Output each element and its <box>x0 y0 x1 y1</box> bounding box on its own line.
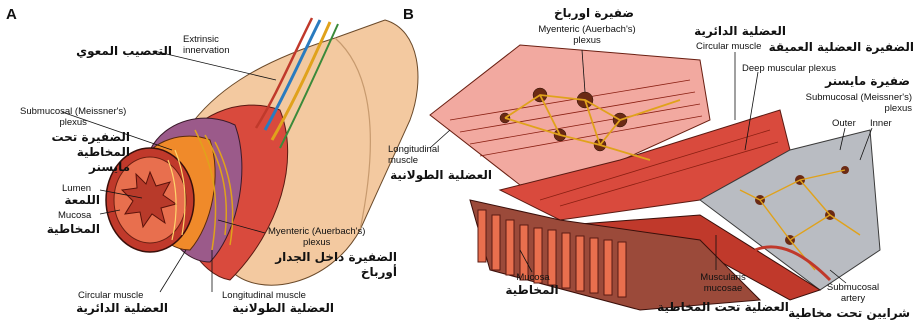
a-longitudinal-muscle-ar-label: العضلية الطولانية <box>222 301 334 316</box>
a-extrinsic-innervation-ar: التعصيب المعوي <box>62 44 172 59</box>
b-deep-muscular-plexus-ar-label: الضفيرة العضلية العميقة <box>754 40 914 55</box>
b-inner-en: Inner <box>870 118 892 129</box>
a-mucosa-en: Mucosa <box>58 210 91 221</box>
b-submucosal-plexus-ar-label: ضفيرة مايسنر <box>790 74 910 89</box>
a-lumen-ar-label: اللمعة <box>20 193 100 208</box>
a-mucosa-ar-label: المخاطية <box>20 222 100 237</box>
a-mucosa-label: Mucosa <box>58 210 91 221</box>
b-deep-muscular-plexus-en: Deep muscular plexus <box>742 63 836 74</box>
a-extrinsic-innervation-en: Extrinsic innervation <box>183 34 229 56</box>
b-circular-muscle-ar-label: العضلية الدائرية <box>686 24 786 39</box>
a-longitudinal-muscle-en: Longitudinal muscle <box>222 290 306 301</box>
b-myenteric-plexus-ar: ضفيرة اورباخ <box>534 6 634 21</box>
a-circular-muscle-ar: العضلية الدائرية <box>56 301 168 316</box>
b-submucosal-plexus-ar: ضفيرة مايسنر <box>790 74 910 89</box>
a-submucosal-plexus-en: Submucosal (Meissner's) plexus <box>20 106 126 128</box>
a-submucosal-plexus-ar: الضفيرة تحت المخاطية مايسنر <box>8 130 130 175</box>
a-submucosal-plexus-label: Submucosal (Meissner's) plexus <box>20 106 126 128</box>
a-myenteric-plexus-ar-label: الضفيرة داخل الجدار أورباخ <box>262 250 397 280</box>
b-mucosa-en: Mucosa <box>498 272 568 283</box>
a-circular-muscle-label: Circular muscle <box>78 290 143 301</box>
b-inner-label: Inner <box>870 118 892 129</box>
a-extrinsic-innervation-ar-label: التعصيب المعوي <box>62 44 172 59</box>
a-circular-muscle-ar-label: العضلية الدائرية <box>56 301 168 316</box>
b-submucosal-artery-ar: شرايين تحت مخاطية <box>770 306 910 321</box>
b-longitudinal-muscle-label: Longitudinal muscle <box>388 144 439 166</box>
b-deep-muscular-plexus-ar: الضفيرة العضلية العميقة <box>754 40 914 55</box>
b-longitudinal-muscle-ar-label: العضلية الطولانية <box>372 168 492 183</box>
b-submucosal-plexus-en: Submucosal (Meissner's) plexus <box>776 92 912 114</box>
a-longitudinal-muscle-ar: العضلية الطولانية <box>222 301 334 316</box>
b-deep-muscular-plexus-label: Deep muscular plexus <box>742 63 836 74</box>
a-myenteric-plexus-en: Myenteric (Auerbach's) plexus <box>268 226 365 248</box>
b-muscularis-mucosae-label: Muscularis mucosae <box>688 272 758 294</box>
b-myenteric-plexus-ar-label: ضفيرة اورباخ <box>534 6 634 21</box>
a-lumen-ar: اللمعة <box>20 193 100 208</box>
a-circular-muscle-en: Circular muscle <box>78 290 143 301</box>
b-submucosal-artery-label: Submucosal artery <box>818 282 888 304</box>
b-outer-label: Outer <box>832 118 856 129</box>
b-circular-muscle-en: Circular muscle <box>696 41 761 52</box>
b-mucosa-ar: المخاطية <box>492 283 572 298</box>
b-mucosa-ar-label: المخاطية <box>492 283 572 298</box>
b-longitudinal-muscle-ar: العضلية الطولانية <box>372 168 492 183</box>
b-outer-en: Outer <box>832 118 856 129</box>
b-submucosal-artery-en: Submucosal artery <box>818 282 888 304</box>
b-submucosal-artery-ar-label: شرايين تحت مخاطية <box>770 306 910 321</box>
b-muscularis-mucosae-en: Muscularis mucosae <box>688 272 758 294</box>
b-myenteric-plexus-en: Myenteric (Auerbach's) plexus <box>532 24 642 46</box>
a-myenteric-plexus-label: Myenteric (Auerbach's) plexus <box>268 226 365 248</box>
b-circular-muscle-label: Circular muscle <box>696 41 761 52</box>
a-longitudinal-muscle-label: Longitudinal muscle <box>222 290 306 301</box>
b-circular-muscle-ar: العضلية الدائرية <box>686 24 786 39</box>
b-longitudinal-muscle-en: Longitudinal muscle <box>388 144 439 166</box>
a-submucosal-plexus-ar-label: الضفيرة تحت المخاطية مايسنر <box>8 130 130 175</box>
b-submucosal-plexus-label: Submucosal (Meissner's) plexus <box>776 92 912 114</box>
b-mucosa-label: Mucosa <box>498 272 568 283</box>
a-myenteric-plexus-ar: الضفيرة داخل الجدار أورباخ <box>262 250 397 280</box>
a-extrinsic-innervation-label: Extrinsic innervation <box>183 34 229 56</box>
a-mucosa-ar: المخاطية <box>20 222 100 237</box>
b-myenteric-plexus-label: Myenteric (Auerbach's) plexus <box>532 24 642 46</box>
